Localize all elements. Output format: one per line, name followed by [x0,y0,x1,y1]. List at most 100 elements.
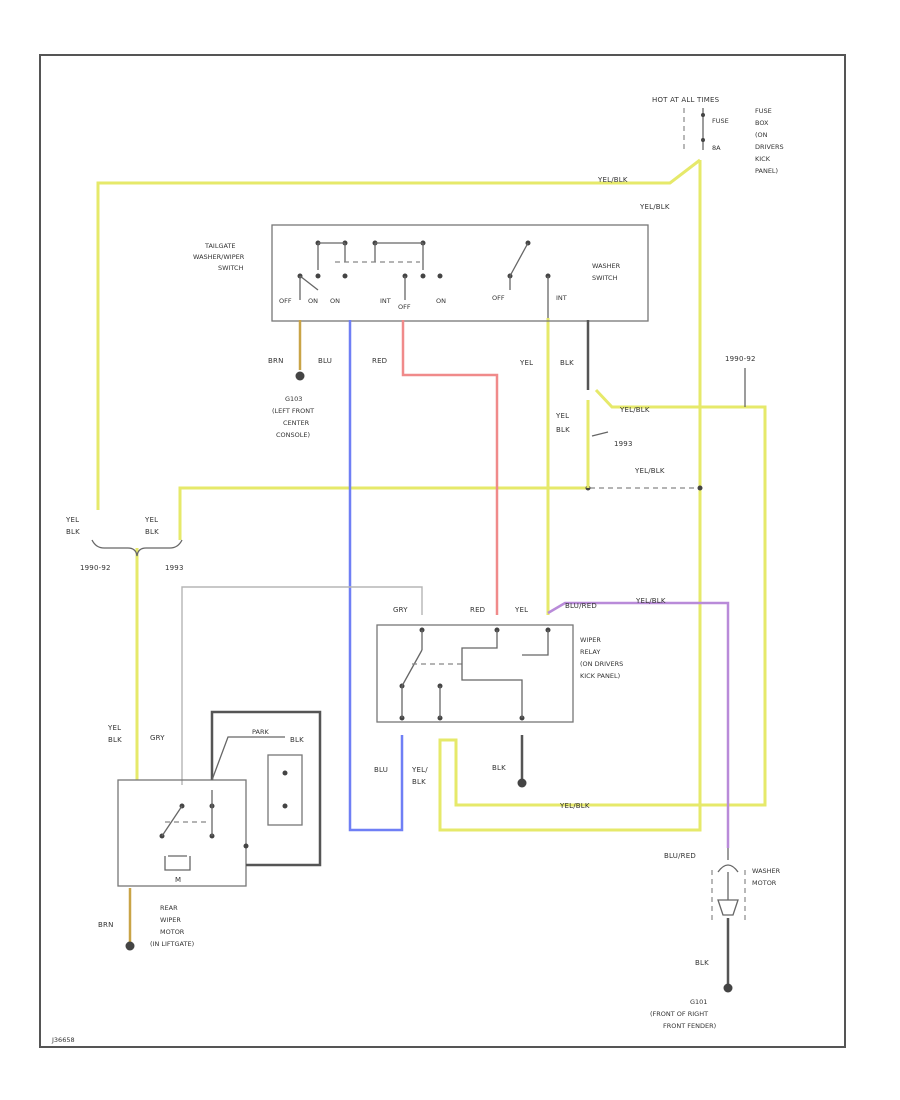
fuse-box-location: FUSE BOX (ON DRIVERS KICK PANEL) [755,107,784,175]
footer-code: J36658 [51,1036,75,1044]
wire-red [401,320,499,615]
svg-text:BLU: BLU [374,766,388,774]
svg-text:BLK: BLK [560,359,574,367]
relay-pin-red: RED [470,606,485,614]
svg-text:FRONT FENDER): FRONT FENDER) [663,1022,716,1030]
wiper-relay-title: WIPER RELAY (ON DRIVERS KICK PANEL) [580,636,623,680]
svg-text:OFF: OFF [492,294,505,302]
washer-motor-title: WASHER MOTOR [752,867,781,887]
rear-wiper-motor-box [117,779,247,887]
wire-label-yel-blk-top: YEL/BLK [597,176,628,184]
fuse-symbol: FUSE 8A [683,108,729,152]
year-label-1990-92-right: 1990-92 [725,355,756,363]
relay-pin-yel: YEL [514,606,528,614]
wire-gry [181,586,423,785]
wiper-relay-internals [399,627,551,721]
svg-text:YEL: YEL [107,724,121,732]
wire-yel-blk-middle [178,486,586,540]
svg-text:PARK: PARK [252,728,269,736]
year-label-1993-left: 1993 [165,564,184,572]
svg-text:BLK: BLK [412,778,426,786]
svg-text:MOTOR: MOTOR [752,879,777,887]
svg-text:FUSE: FUSE [712,117,729,125]
ground-g103-label: G103 (LEFT FRONT CENTER CONSOLE) [272,395,314,439]
park-switch-loop [210,710,322,867]
tailgate-switch-box [271,224,649,322]
svg-text:YEL: YEL [555,412,569,420]
tailgate-switch-contacts: OFF ON ON INT OFF ON [279,240,446,311]
wire-label-yel-blk-middle: YEL/BLK [634,467,665,475]
svg-text:BRN: BRN [98,921,114,929]
svg-text:BLK: BLK [695,959,709,967]
svg-text:BLU/RED: BLU/RED [664,852,696,860]
wire-label-yel-blk-right: YEL/BLK [619,406,650,414]
svg-text:TAILGATE: TAILGATE [204,242,236,250]
washer-switch-contacts: OFF INT [492,240,567,318]
svg-text:M: M [175,876,181,884]
svg-text:ON: ON [308,297,318,305]
svg-text:BLU/RED: BLU/RED [565,602,597,610]
year-label-1993-right: 1993 [614,440,633,448]
svg-text:(IN LIFTGATE): (IN LIFTGATE) [150,940,194,948]
svg-text:RED: RED [372,357,387,365]
split-left: YEL BLK YEL BLK 1990-92 1993 [65,516,184,572]
wire-blu-red [547,601,730,848]
svg-text:OFF: OFF [398,303,411,311]
washer-switch-title: WASHER SWITCH [592,262,621,282]
year-label-1990-92-left: 1990-92 [80,564,111,572]
svg-text:WASHER/WIPER: WASHER/WIPER [193,253,245,261]
svg-text:OFF: OFF [279,297,292,305]
relay-ground-icon [517,778,527,788]
svg-text:BLK: BLK [556,426,570,434]
svg-text:(ON: (ON [755,131,768,139]
svg-text:INT: INT [380,297,391,305]
diagram-frame [39,54,846,1048]
svg-text:(ON DRIVERS: (ON DRIVERS [580,660,623,668]
svg-text:(LEFT FRONT: (LEFT FRONT [272,407,314,415]
wire-label-yel-blk-bottom: YEL/BLK [559,802,590,810]
svg-text:CONSOLE): CONSOLE) [276,431,310,439]
svg-text:CENTER: CENTER [283,419,310,427]
svg-text:KICK: KICK [755,155,771,163]
svg-text:KICK PANEL): KICK PANEL) [580,672,620,680]
svg-text:WIPER: WIPER [580,636,601,644]
svg-text:RELAY: RELAY [580,648,600,656]
svg-text:BOX: BOX [755,119,769,127]
svg-text:YEL/BLK: YEL/BLK [635,597,666,605]
svg-text:SWITCH: SWITCH [218,264,244,272]
svg-text:WIPER: WIPER [160,916,181,924]
wire-blu [348,320,404,832]
rear-motor-ground-icon [125,941,135,951]
ground-g103-icon [295,371,305,381]
svg-text:DRIVERS: DRIVERS [755,143,784,151]
svg-text:YEL: YEL [65,516,79,524]
svg-text:YEL/: YEL/ [411,766,428,774]
svg-text:FUSE: FUSE [755,107,772,115]
svg-text:BLK: BLK [66,528,80,536]
wiper-relay-box [376,624,574,723]
svg-text:PANEL): PANEL) [755,167,778,175]
svg-text:G101: G101 [690,998,707,1006]
svg-text:BLK: BLK [145,528,159,536]
svg-text:ON: ON [330,297,340,305]
rear-motor-internals: M [159,790,249,884]
wire-label-yel-washer: YEL [519,359,533,367]
hot-label: HOT AT ALL TIMES [652,96,720,104]
svg-text:INT: INT [556,294,567,302]
svg-text:WASHER: WASHER [752,867,781,875]
svg-text:BLU: BLU [318,357,332,365]
wire-yel-blk-top [96,158,701,510]
tailgate-switch-title: TAILGATE WASHER/WIPER SWITCH [193,242,245,272]
svg-text:SWITCH: SWITCH [592,274,618,282]
svg-text:WASHER: WASHER [592,262,621,270]
washer-motor-symbol [711,848,746,920]
svg-text:BLK: BLK [108,736,122,744]
wire-yel-blk-vertical [438,160,767,832]
rear-wiper-motor-title: REAR WIPER MOTOR (IN LIFTGATE) [150,904,194,948]
svg-text:BRN: BRN [268,357,284,365]
svg-text:G103: G103 [285,395,302,403]
svg-text:REAR: REAR [160,904,178,912]
svg-text:BLK: BLK [492,764,506,772]
svg-text:ON: ON [436,297,446,305]
